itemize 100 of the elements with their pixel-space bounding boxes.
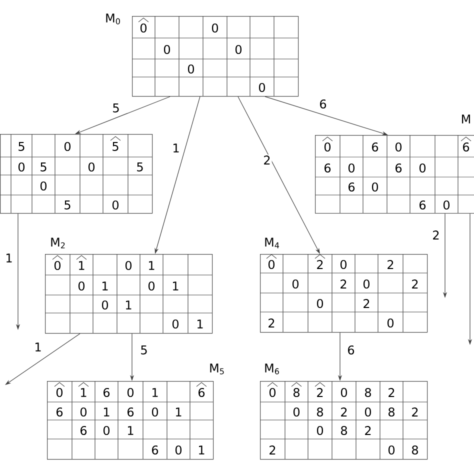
matrix-label: M$_{2}$	[51, 238, 65, 248]
edge-label: 5	[139, 344, 149, 356]
matrix-table: 0 1 6 0 1 6 6 0 1 6 0 1 6 0 1 6 0 1	[46, 380, 214, 460]
edge-label: 6	[318, 98, 328, 110]
node-label: 6	[324, 163, 331, 173]
node-label: 0	[387, 318, 394, 328]
node-label: 0	[316, 426, 324, 436]
node-label: 0	[56, 388, 63, 398]
node-label: 0	[152, 407, 158, 417]
matrix-label: M$_{6}$	[265, 364, 279, 374]
node-label: 0	[102, 300, 108, 310]
node-label: 1	[176, 408, 182, 416]
node-label: 2	[317, 260, 323, 269]
node-label: 6	[396, 163, 402, 173]
node-label: 2	[341, 408, 347, 416]
node-label: 0	[269, 388, 276, 398]
node-label: 0	[235, 44, 242, 54]
node-label: 8	[317, 407, 323, 417]
node-label: 0	[324, 142, 331, 152]
node-label: 8	[412, 445, 418, 455]
node-label: 6	[104, 388, 110, 398]
edge-label: 1	[4, 252, 14, 264]
matrix-table: 0 6 0 6 6 0 6 0 6 0 6 0	[314, 134, 474, 214]
node-label: 0	[125, 260, 132, 270]
edge-label: 1	[171, 142, 181, 154]
node-label: 0	[103, 426, 110, 436]
node-label: 2	[365, 426, 371, 435]
node-label: 8	[388, 407, 394, 417]
edge-label: 2	[262, 154, 272, 166]
node-label: 2	[364, 299, 370, 308]
node-label: 0	[78, 281, 85, 291]
node-label: 0	[212, 23, 218, 33]
node-label: 1	[149, 261, 154, 270]
node-label: 0	[258, 82, 266, 92]
node-label: 0	[363, 279, 370, 289]
node-label: 1	[126, 300, 132, 310]
node-label: 1	[79, 261, 84, 270]
node-label: 0	[443, 200, 450, 210]
node-label: 0	[164, 44, 170, 54]
node-label: 6	[198, 388, 205, 398]
node-label: 0	[80, 407, 87, 417]
node-label: 6	[372, 142, 378, 152]
node-label: 1	[152, 388, 158, 397]
node-label: 1	[173, 282, 178, 290]
node-label: 2	[317, 388, 323, 397]
node-label: 0	[395, 142, 402, 152]
node-label: 0	[54, 260, 61, 270]
arrow	[5, 333, 80, 385]
node-label: 6	[152, 445, 158, 455]
node-label: 1	[199, 446, 204, 454]
node-label: 0	[140, 23, 147, 33]
node-label: 1	[128, 426, 134, 435]
node-label: 6	[463, 142, 470, 152]
node-label: 0	[293, 407, 300, 417]
edge-label: 1	[33, 342, 43, 352]
node-label: 2	[268, 318, 274, 328]
node-label: 0	[388, 445, 395, 455]
node-label: 2	[388, 388, 394, 397]
matrix-table: 5 0 5 0 5 0 5 0 5 0	[0, 134, 153, 214]
matrix-label: M$_{0}$	[106, 14, 120, 24]
node-label: 0	[148, 281, 155, 291]
node-label: 0	[292, 279, 299, 289]
matrix-table: 0 2 0 2 0 2 0 2 0 2 2 0	[260, 254, 428, 333]
node-label: 1	[81, 388, 86, 397]
node-label: 6	[348, 182, 355, 192]
node-label: 0	[175, 445, 182, 455]
node-label: 0	[268, 260, 275, 270]
edge-label: 6	[346, 344, 356, 356]
node-label: 6	[128, 407, 134, 417]
node-label: 0	[340, 388, 348, 398]
node-label: 0	[188, 64, 194, 74]
matrix-label: M$_{5}$	[210, 364, 224, 374]
matrix-table: 0 8 2 0 8 2 0 8 2 0 8 2 0 8 2 2 0 8	[260, 380, 428, 460]
matrix-table: 0 1 0 1 0 1 0 1 0 1 0 1	[44, 254, 213, 334]
node-label: 2	[388, 260, 394, 269]
matrix-label: M	[462, 114, 470, 124]
node-label: 0	[340, 260, 347, 270]
node-label: 2	[270, 446, 276, 454]
node-label: 0	[419, 163, 426, 173]
node-label: 0	[172, 319, 179, 329]
node-label: 0	[127, 388, 134, 398]
node-label: 2	[412, 280, 418, 288]
node-label: 8	[294, 388, 300, 398]
node-label: 1	[198, 320, 203, 328]
matrix-label: M$_{4}$	[265, 238, 280, 248]
node-label: 0	[348, 163, 355, 173]
node-label: 8	[341, 426, 347, 436]
node-label: 0	[364, 407, 372, 417]
node-label: 0	[316, 298, 324, 308]
node-label: 1	[102, 282, 108, 290]
node-label: 6	[80, 426, 87, 436]
node-label: 2	[412, 408, 418, 416]
node-label: 1	[104, 408, 110, 416]
edge-label: 2	[431, 230, 441, 240]
node-label: 6	[420, 200, 426, 210]
node-label: 0	[372, 182, 378, 192]
node-label: 2	[340, 280, 346, 288]
edge-label: 5	[111, 102, 121, 114]
node-label: 6	[56, 407, 63, 417]
node-label: 8	[365, 388, 371, 398]
